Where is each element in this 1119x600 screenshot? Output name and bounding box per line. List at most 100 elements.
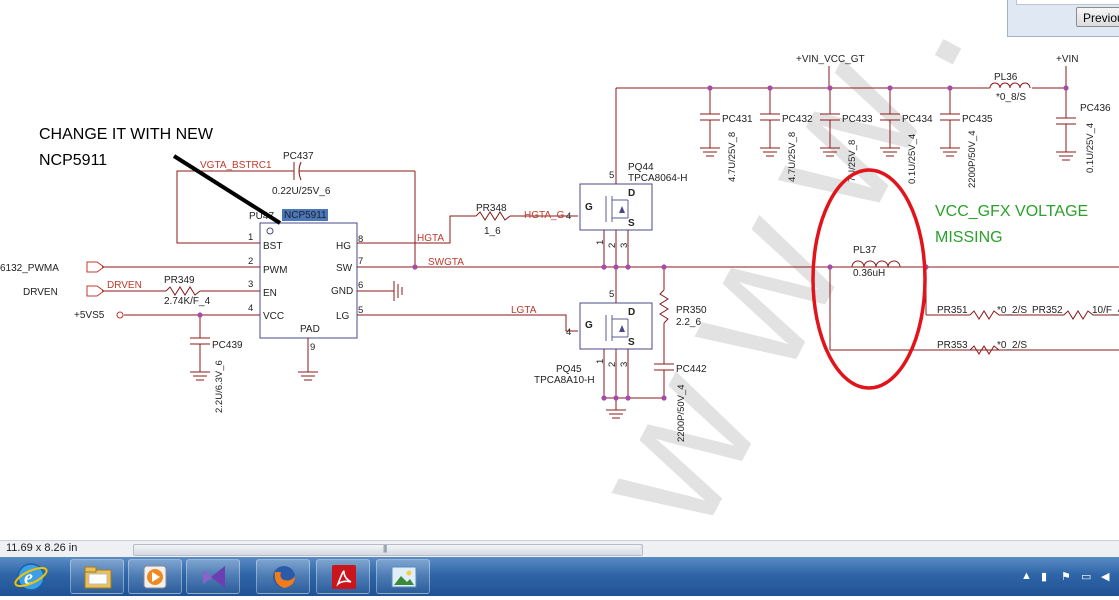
net-bstrc: VGTA_BSTRC1 [200,160,272,171]
document-viewer[interactable]: www.c PU47 NCP5911 BST PWM EN VCC HG SW … [0,0,1119,540]
taskbar-explorer-button[interactable] [70,559,124,594]
pin-pad-num: 9 [310,342,315,353]
pq44-mosfet [579,170,653,267]
pq45-s: S [628,337,635,348]
pc433-val: 7U/25V_8 [847,140,858,182]
file-explorer-icon [84,566,112,589]
pin-hg-num: 8 [358,234,363,245]
junction-dot [601,264,607,270]
pin-lg-name: LG [336,311,350,322]
system-tray: ▲ ▮ ⚑ ▭ ◀ [1019,557,1119,596]
pr352-val: 10/F_4 [1092,305,1119,316]
pc437-capacitor [280,161,416,267]
net-hgta: HGTA [417,233,444,244]
dialog-field [1016,0,1119,5]
pr353-val: *0_2/S [997,340,1027,351]
pc432-val: 4.7U/25V_8 [787,132,798,182]
ic-left-wires [102,170,309,372]
pc439-ref: PC439 [212,340,243,351]
pl36-inductor [989,82,1031,89]
pr349-resistor [165,286,201,296]
net-vin: +VIN [1056,54,1079,65]
junction-dot [707,85,713,91]
annotation-arrow-line [172,154,282,225]
pq44-pin4: 4 [566,211,571,222]
pc434-ref: PC434 [902,114,933,125]
taskbar-photo-button[interactable] [376,559,430,594]
pin-hg-name: HG [336,241,351,252]
pin-pwm-name: PWM [263,265,287,276]
taskbar-firefox-button[interactable] [256,559,310,594]
pq44-d: D [628,188,635,199]
net-lgta: LGTA [511,305,537,316]
pc442-ref: PC442 [676,364,707,375]
junction-dot [613,264,619,270]
pin-en-num: 3 [248,279,253,290]
pin-vcc-num: 4 [248,303,253,314]
pr350-pc442-snubber [654,267,674,398]
pin-pad-name: PAD [300,324,320,335]
junction-dot [613,395,619,401]
junction-dot [827,264,833,270]
pc437-val: 0.22U/25V_6 [272,186,331,197]
battery-icon[interactable]: ▭ [1081,571,1092,583]
pc431-val: 4.7U/25V_8 [727,132,738,182]
pc431-ref: PC431 [722,114,753,125]
pin-sw-name: SW [336,263,353,274]
page-size-label: 11.69 x 8.26 in [6,542,78,554]
pc439-capacitor [190,337,210,381]
previous-button[interactable]: Previous [1076,7,1119,27]
firefox-icon [273,566,295,588]
pr348-val: 1_6 [484,226,501,237]
net-vin-gt: +VIN_VCC_GT [796,54,865,65]
scrollbar-thumb[interactable]: ||| [134,544,640,555]
net-swgta: SWGTA [428,257,464,268]
taskbar-media-button[interactable] [128,559,182,594]
taskbar-visualstudio-button[interactable] [186,559,240,594]
horizontal-scrollbar[interactable]: ||| [133,544,643,556]
pl36-ref: PL36 [994,72,1018,83]
ic-part-highlight [282,209,328,221]
pwma-input-flag [86,261,105,273]
pin-pwm-num: 2 [248,256,253,267]
net-5vs5: +5VS5 [74,310,105,321]
drven-input-flag [86,285,105,297]
pr353-ref: PR353 [937,340,968,351]
pr348-resistor [475,211,511,221]
ic-part: NCP5911 [284,210,327,221]
junction-dots [197,85,1069,401]
pq44-s: S [628,218,635,229]
ic-gnd-symbols [298,281,403,381]
junction-dot [661,395,667,401]
pin-lg-num: 5 [358,305,363,316]
junction-dot [625,395,631,401]
pin-gnd-name: GND [331,286,353,297]
volume-icon[interactable]: ◀ [1101,571,1110,583]
internet-explorer-icon: e [14,563,48,591]
pr352-ref: PR352 [1032,305,1063,316]
pq45-pin5: 5 [609,289,614,300]
pq44-pin3: 3 [619,243,630,248]
pc433-ref: PC433 [842,114,873,125]
pq44-val: TPCA8064-H [628,173,687,184]
vs5-terminal [116,311,124,319]
net-drven: DRVEN [107,280,142,291]
pq45-pin3: 3 [619,362,630,367]
tray-arrow-icon[interactable]: ▲ [1021,570,1032,582]
net-pwma: 6132_PWMA [0,263,59,274]
junction-dot [625,264,631,270]
pin-bst-num: 1 [248,232,253,243]
net-drven-input: DRVEN [23,287,58,298]
action-center-flag-icon[interactable]: ⚑ [1061,571,1071,583]
input-rail [615,66,1067,170]
network-signal-icon[interactable]: ▮ [1041,571,1048,583]
taskbar-acrobat-button[interactable] [316,559,370,594]
pc439-val: 2.2U/6.3V_6 [214,360,225,413]
pr348-ref: PR348 [476,203,507,214]
pq45-pin2: 2 [607,362,618,367]
pc432-ref: PC432 [782,114,813,125]
pr351-ref: PR351 [937,305,968,316]
start-button[interactable]: e [12,558,50,595]
junction-dot [827,85,833,91]
junction-dot [197,312,203,318]
